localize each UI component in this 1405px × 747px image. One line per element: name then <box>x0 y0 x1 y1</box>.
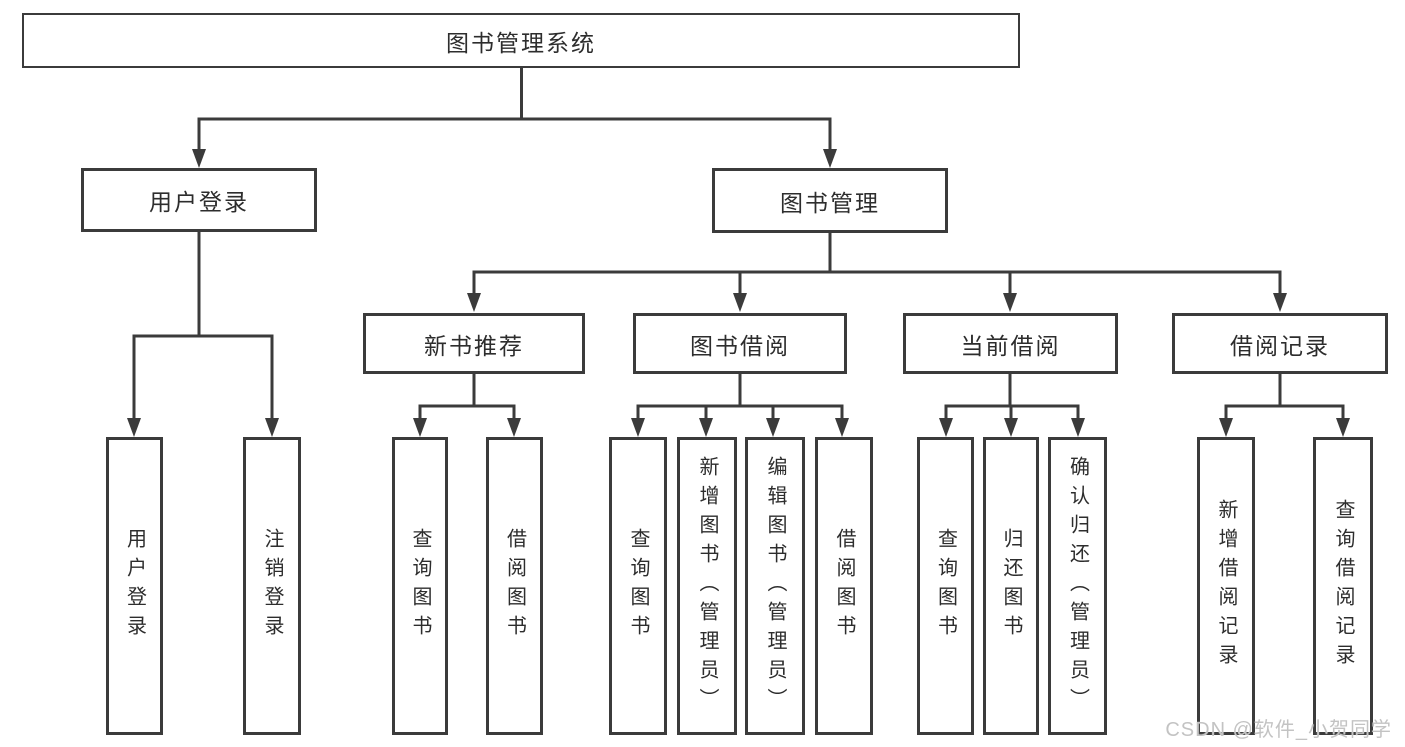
node-label: 借阅记录 <box>1230 332 1330 359</box>
arrowhead-icon <box>1003 293 1017 312</box>
leaf-user-login: 用户登录 <box>106 437 163 735</box>
connector-path-borrow-records <box>1224 374 1345 421</box>
node-borrow-records: 借阅记录 <box>1172 313 1388 374</box>
leaf-label: 注销登录 <box>261 528 283 644</box>
arrowhead-icon <box>631 418 645 437</box>
leaf-edit-books-admin: 编辑图书（管理员） <box>745 437 805 735</box>
watermark-text: CSDN @软件_小贺同学 <box>1165 719 1392 741</box>
node-label: 图书管理 <box>780 189 880 216</box>
leaf-label: 查询图书 <box>627 528 649 644</box>
leaf-label: 查询图书 <box>934 528 957 644</box>
arrowhead-icon <box>467 293 481 312</box>
leaf-label: 编辑图书（管理员） <box>764 455 786 717</box>
leaf-query-borrow-record: 查询借阅记录 <box>1313 437 1373 735</box>
node-current-borrow: 当前借阅 <box>903 313 1118 374</box>
leaf-label: 借阅图书 <box>833 528 855 644</box>
leaf-query-books-recommend: 查询图书 <box>392 437 448 735</box>
leaf-label: 查询图书 <box>409 528 431 644</box>
node-label: 用户登录 <box>149 189 249 215</box>
arrowhead-icon <box>1004 418 1018 437</box>
node-user-login: 用户登录 <box>81 168 317 232</box>
node-label: 图书借阅 <box>690 332 790 359</box>
arrowhead-icon <box>1273 293 1287 312</box>
arrowhead-icon <box>507 418 521 437</box>
leaf-logout: 注销登录 <box>243 437 301 735</box>
arrowhead-icon <box>699 418 713 437</box>
leaf-label: 归还图书 <box>1000 528 1022 644</box>
arrowhead-icon <box>1071 418 1085 437</box>
node-label: 新书推荐 <box>424 332 524 359</box>
leaf-label: 用户登录 <box>123 528 146 644</box>
leaf-query-books-borrow: 查询图书 <box>609 437 667 735</box>
leaf-return-books: 归还图书 <box>983 437 1039 735</box>
arrowhead-icon <box>835 418 849 437</box>
node-label: 图书管理系统 <box>446 29 596 56</box>
leaf-add-books-admin: 新增图书（管理员） <box>677 437 737 735</box>
leaf-label: 借阅图书 <box>503 528 526 644</box>
connector-path-current-borrow <box>944 374 1080 421</box>
leaf-confirm-return-admin: 确认归还（管理员） <box>1048 437 1107 735</box>
connector-path-new-book-recommend <box>418 374 516 421</box>
arrowhead-icon <box>192 149 206 168</box>
leaf-add-borrow-record: 新增借阅记录 <box>1197 437 1255 735</box>
arrowhead-icon <box>265 418 279 437</box>
leaf-label: 新增借阅记录 <box>1215 499 1237 673</box>
arrowhead-icon <box>1219 418 1233 437</box>
leaf-label: 新增图书（管理员） <box>696 455 718 717</box>
node-book-borrow: 图书借阅 <box>633 313 847 374</box>
connector-path-user-login <box>132 232 274 421</box>
leaf-query-books-current: 查询图书 <box>917 437 974 735</box>
arrowhead-icon <box>127 418 141 437</box>
arrowhead-icon <box>1336 418 1350 437</box>
leaf-borrow-books-recommend: 借阅图书 <box>486 437 543 735</box>
leaf-label: 确认归还（管理员） <box>1066 455 1089 717</box>
leaf-label: 查询借阅记录 <box>1332 499 1354 673</box>
arrowhead-icon <box>733 293 747 312</box>
node-label: 当前借阅 <box>960 332 1061 359</box>
arrowhead-icon <box>766 418 780 437</box>
node-new-book-recommend: 新书推荐 <box>363 313 585 374</box>
connector-path-book-borrow <box>636 374 844 421</box>
node-book-management: 图书管理 <box>712 168 948 233</box>
node-library-management-system: 图书管理系统 <box>22 13 1020 68</box>
leaf-borrow-books: 借阅图书 <box>815 437 873 735</box>
arrowhead-icon <box>939 418 953 437</box>
connector-paths <box>132 68 1345 421</box>
connector-path-root <box>197 68 832 151</box>
connector-path-book-management <box>472 233 1282 295</box>
arrowheads-group <box>127 149 1350 437</box>
arrowhead-icon <box>413 418 427 437</box>
arrowhead-icon <box>823 149 837 168</box>
